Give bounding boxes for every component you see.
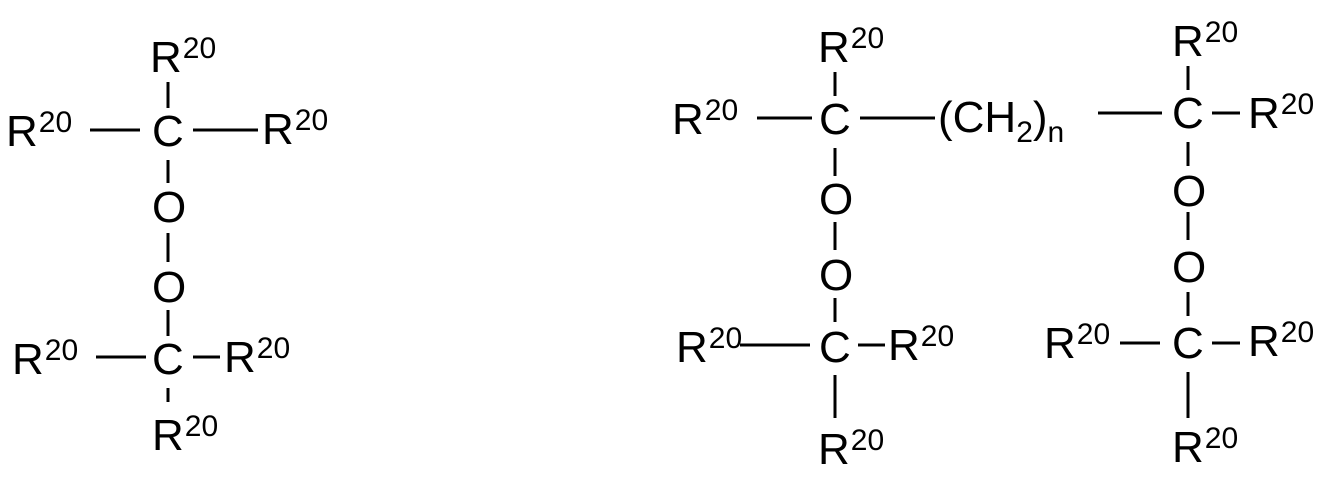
atom-carbon-left-bottom: C bbox=[819, 323, 851, 372]
r-symbol: R bbox=[1248, 317, 1280, 366]
substituent-r20-right-outer: R20 bbox=[1248, 89, 1314, 138]
r-superscript: 20 bbox=[708, 322, 743, 355]
r-symbol: R bbox=[152, 411, 184, 460]
atom-carbon-left-top: C bbox=[819, 95, 851, 144]
substituent-r20-left-top: R20 bbox=[818, 23, 884, 72]
substituent-r20-left: R20 bbox=[6, 107, 72, 156]
atom-carbon-right-bottom: C bbox=[1172, 319, 1204, 368]
r-superscript: 20 bbox=[38, 106, 73, 139]
r-symbol: R bbox=[1248, 89, 1280, 138]
atom-carbon-right-top: C bbox=[1172, 89, 1204, 138]
r-superscript: 20 bbox=[294, 104, 329, 137]
r-superscript: 20 bbox=[182, 32, 217, 65]
r-symbol: R bbox=[1172, 17, 1204, 66]
atom-oxygen-2: O bbox=[152, 263, 187, 312]
substituent-r20-top: R20 bbox=[150, 33, 216, 82]
substituent-r20-left-bottom-inner: R20 bbox=[888, 321, 954, 370]
substituent-r20-bottom: R20 bbox=[152, 411, 218, 460]
r-symbol: R bbox=[676, 323, 708, 372]
r-superscript: 20 bbox=[1280, 88, 1315, 121]
r-symbol: R bbox=[888, 321, 920, 370]
r-superscript: 20 bbox=[1076, 318, 1111, 351]
r-symbol: R bbox=[672, 95, 704, 144]
r-symbol: R bbox=[262, 105, 294, 154]
r-superscript: 20 bbox=[920, 320, 955, 353]
r-superscript: 20 bbox=[256, 332, 291, 365]
substituent-r20-left-bottom: R20 bbox=[818, 425, 884, 474]
atom-oxygen-left-1: O bbox=[819, 175, 854, 224]
atom-carbon-top: C bbox=[152, 107, 184, 156]
r-superscript: 20 bbox=[184, 410, 219, 443]
substituent-r20-bottom-right: R20 bbox=[224, 333, 290, 382]
r-superscript: 20 bbox=[44, 334, 79, 367]
r-symbol: R bbox=[818, 425, 850, 474]
methylene-chain: (CH2)n bbox=[938, 93, 1064, 148]
r-superscript: 20 bbox=[1204, 16, 1239, 49]
atom-oxygen-right-2: O bbox=[1172, 243, 1207, 292]
chain-open: (CH bbox=[938, 93, 1017, 142]
r-symbol: R bbox=[6, 107, 38, 156]
r-symbol: R bbox=[224, 333, 256, 382]
chain-subscript-2: 2 bbox=[1016, 116, 1033, 149]
atom-oxygen-right-1: O bbox=[1172, 167, 1207, 216]
r-superscript: 20 bbox=[704, 94, 739, 127]
substituent-r20-bottom-left: R20 bbox=[12, 335, 78, 384]
r-symbol: R bbox=[150, 33, 182, 82]
r-symbol: R bbox=[1044, 319, 1076, 368]
substituent-r20-left-outer: R20 bbox=[672, 95, 738, 144]
r-symbol: R bbox=[12, 335, 44, 384]
chain-close: ) bbox=[1032, 93, 1048, 142]
substituent-r20-right-bottom-outer: R20 bbox=[1248, 317, 1314, 366]
r-symbol: R bbox=[1172, 423, 1204, 472]
r-symbol: R bbox=[818, 23, 850, 72]
r-superscript: 20 bbox=[850, 424, 885, 457]
substituent-r20-right-top: R20 bbox=[1172, 17, 1238, 66]
substituent-r20-right-bottom-inner: R20 bbox=[1044, 319, 1110, 368]
atom-oxygen-left-2: O bbox=[819, 251, 854, 300]
atom-oxygen-1: O bbox=[152, 183, 187, 232]
r-superscript: 20 bbox=[1280, 316, 1315, 349]
chain-index-n: n bbox=[1047, 116, 1065, 149]
atom-carbon-bottom: C bbox=[152, 335, 184, 384]
substituent-r20-right-bottom: R20 bbox=[1172, 423, 1238, 472]
substituent-r20-right: R20 bbox=[262, 105, 328, 154]
substituent-r20-left-bottom-outer: R20 bbox=[676, 323, 742, 372]
r-superscript: 20 bbox=[1204, 422, 1239, 455]
r-superscript: 20 bbox=[850, 22, 885, 55]
